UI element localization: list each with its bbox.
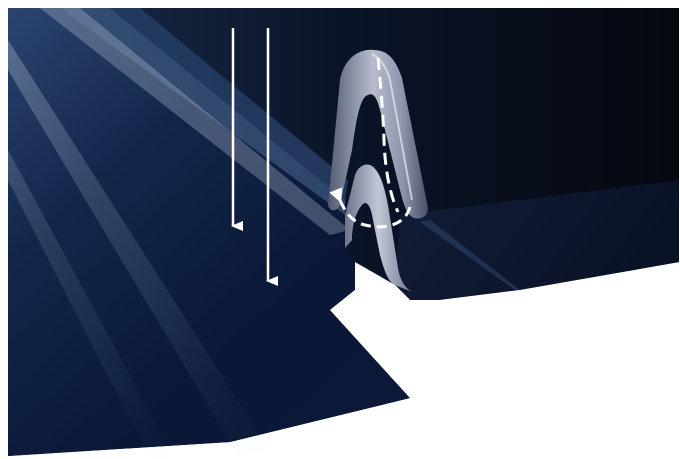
seam-illustration [0, 0, 680, 459]
roof-panel-seam-figure [0, 0, 680, 459]
